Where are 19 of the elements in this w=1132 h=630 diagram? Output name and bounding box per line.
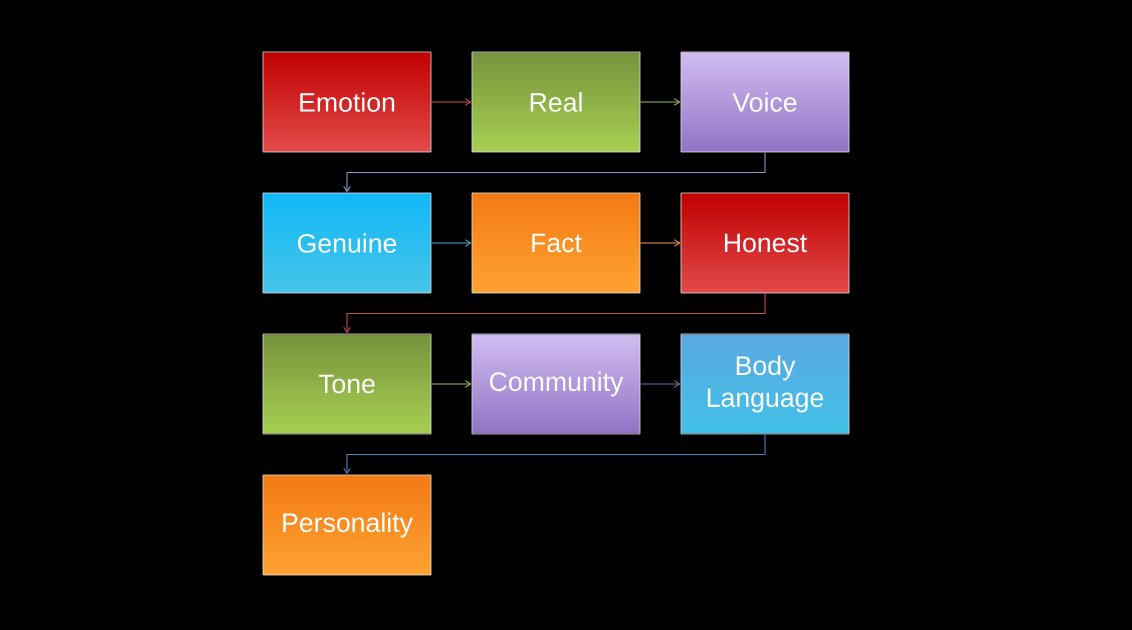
- arrow: [430, 380, 472, 388]
- process-box: Emotion: [262, 51, 432, 153]
- arrow: [430, 239, 472, 247]
- process-box: Voice: [680, 51, 850, 153]
- arrow: [639, 98, 681, 106]
- process-box: Genuine: [262, 192, 432, 294]
- process-box: Community: [471, 333, 641, 435]
- arrow: [639, 380, 681, 388]
- process-box: Tone: [262, 333, 432, 435]
- process-box: Fact: [471, 192, 641, 294]
- process-box: Personality: [262, 474, 432, 576]
- arrow: [639, 239, 681, 247]
- arrow: [343, 151, 766, 193]
- process-box: Real: [471, 51, 641, 153]
- arrow: [343, 292, 766, 334]
- arrow: [430, 98, 472, 106]
- arrow: [343, 433, 766, 475]
- process-box: Body Language: [680, 333, 850, 435]
- process-box: Honest: [680, 192, 850, 294]
